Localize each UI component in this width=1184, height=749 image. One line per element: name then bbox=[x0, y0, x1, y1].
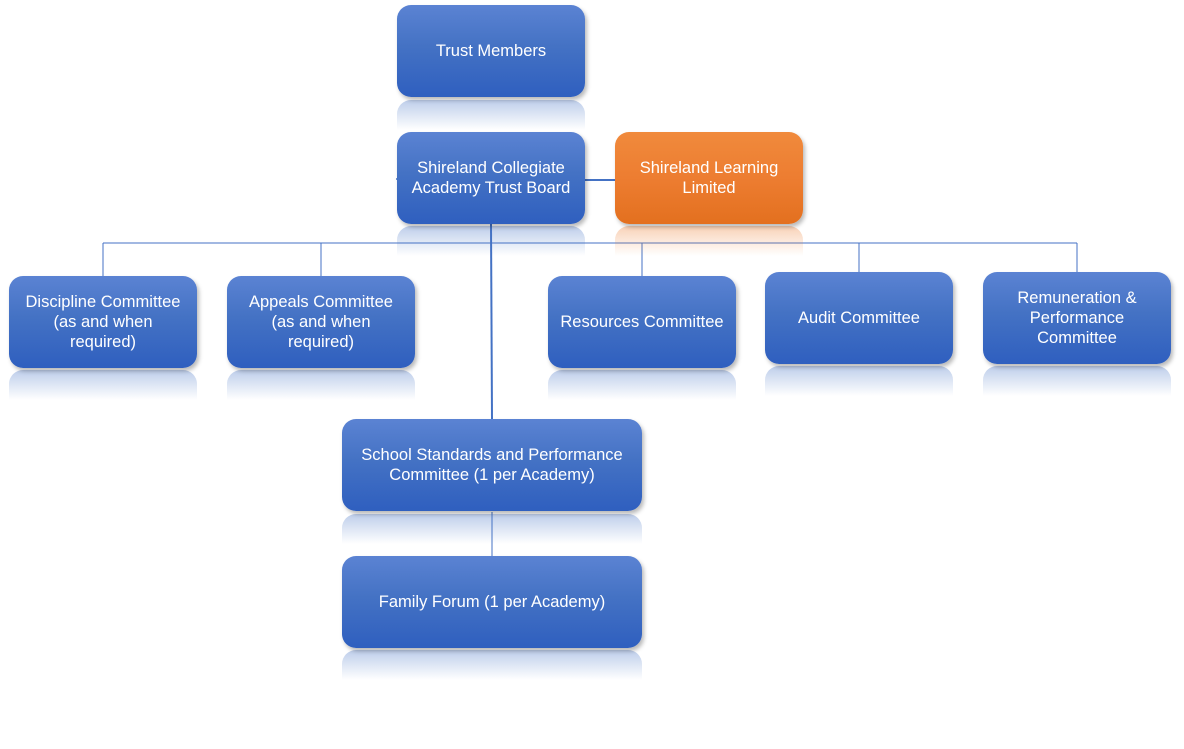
node-trust-board[interactable]: Shireland Collegiate Academy Trust Board bbox=[397, 132, 585, 224]
node-label: School Standards and Performance Committ… bbox=[361, 446, 623, 484]
node-label: Trust Members bbox=[435, 42, 547, 60]
node-appeals-committee[interactable]: Appeals Committee (as and when required) bbox=[227, 276, 415, 368]
node-discipline-committee[interactable]: Discipline Committee (as and when requir… bbox=[9, 276, 197, 368]
node-label: Shireland Learning Limited bbox=[639, 159, 779, 197]
board-to-standards-connector bbox=[490, 223, 493, 420]
node-label: Remuneration & Performance Committee bbox=[1017, 289, 1137, 347]
node-label: Resources Committee bbox=[560, 313, 724, 331]
node-family-forum[interactable]: Family Forum (1 per Academy) bbox=[342, 556, 642, 648]
node-school-standards-committee[interactable]: School Standards and Performance Committ… bbox=[342, 419, 642, 511]
node-label: Discipline Committee (as and when requir… bbox=[25, 293, 181, 351]
node-label: Family Forum (1 per Academy) bbox=[378, 593, 606, 611]
node-trust-members[interactable]: Trust Members bbox=[397, 5, 585, 97]
node-remuneration-committee[interactable]: Remuneration & Performance Committee bbox=[983, 272, 1171, 364]
node-label: Appeals Committee (as and when required) bbox=[249, 293, 393, 351]
node-resources-committee[interactable]: Resources Committee bbox=[548, 276, 736, 368]
node-audit-committee[interactable]: Audit Committee bbox=[765, 272, 953, 364]
node-label: Shireland Collegiate Academy Trust Board bbox=[411, 159, 571, 197]
node-shireland-learning-limited[interactable]: Shireland Learning Limited bbox=[615, 132, 803, 224]
node-label: Audit Committee bbox=[798, 309, 920, 327]
